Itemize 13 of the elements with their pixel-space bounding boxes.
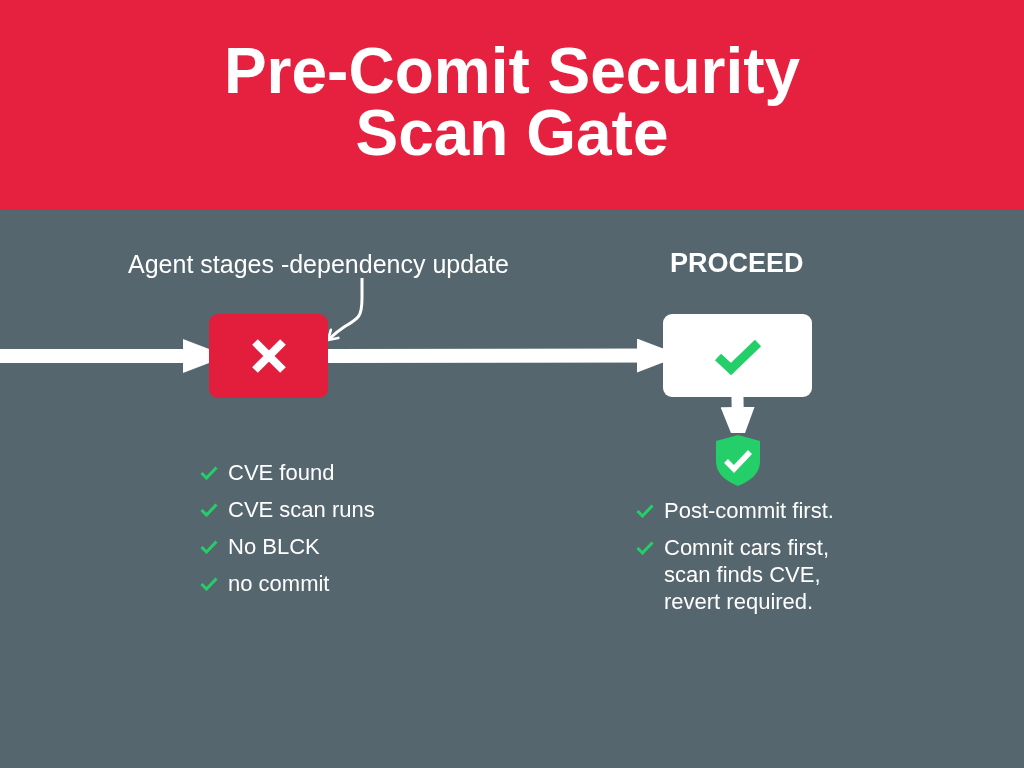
title: Pre-Comit Security Scan Gate: [222, 40, 802, 164]
checklist-item: Comnit cars first, scan finds CVE, revert required.: [664, 534, 831, 615]
checklist-item: CVE scan runs: [228, 496, 375, 523]
checklist-item: No BLCK: [228, 533, 320, 560]
checklist-item: CVE found: [228, 459, 335, 486]
process-box: [209, 314, 328, 398]
box-heading: PROCEED: [670, 248, 804, 278]
checklist-item: no commit: [228, 570, 330, 597]
process-box: [663, 314, 812, 397]
annotation-text: Agent stages -dependency update: [128, 250, 509, 278]
checklist-item: Post-commit first.: [664, 497, 834, 524]
shield-icon: [713, 433, 763, 487]
curved-arrow: [326, 278, 364, 342]
